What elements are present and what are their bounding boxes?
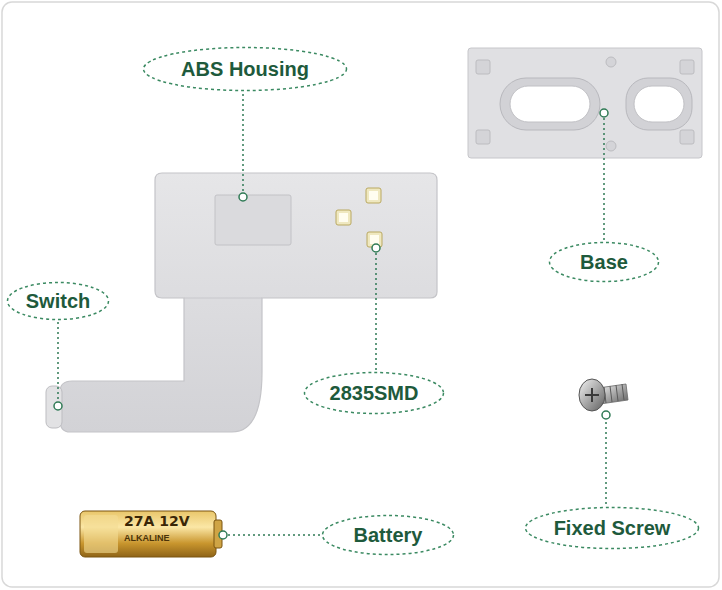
ellipse-shape [323,516,454,555]
callout-label: 2835SMD [330,382,419,404]
callout-ellipse: 2835SMD [303,371,445,415]
battery-print: 27A 12V [124,514,190,528]
ellipse-shape [526,508,699,549]
ellipse-shape [550,243,659,282]
callout-ellipse: Switch [6,281,110,321]
callout-label: ABS Housing [181,58,309,80]
ellipse-shape [8,283,109,320]
callout-ellipse: Fixed Screw [524,506,700,550]
ellipse-shape [305,373,444,414]
leader-dots [54,109,610,539]
leader-lines [58,94,606,535]
callout-ellipse: Battery [321,514,455,556]
battery-print: ALKALINE [124,534,170,543]
battery-27a [80,511,222,557]
callout-ellipse: Base [548,241,660,283]
fixed-screw [579,379,628,411]
ellipse-shape [144,48,347,91]
callout-ellipse: ABS Housing [142,46,348,92]
callout-label: Fixed Screw [554,517,671,539]
callout-label: Switch [26,290,90,312]
callout-label: Base [580,251,628,273]
callout-label: Battery [354,524,423,546]
mounting-base [468,48,702,158]
